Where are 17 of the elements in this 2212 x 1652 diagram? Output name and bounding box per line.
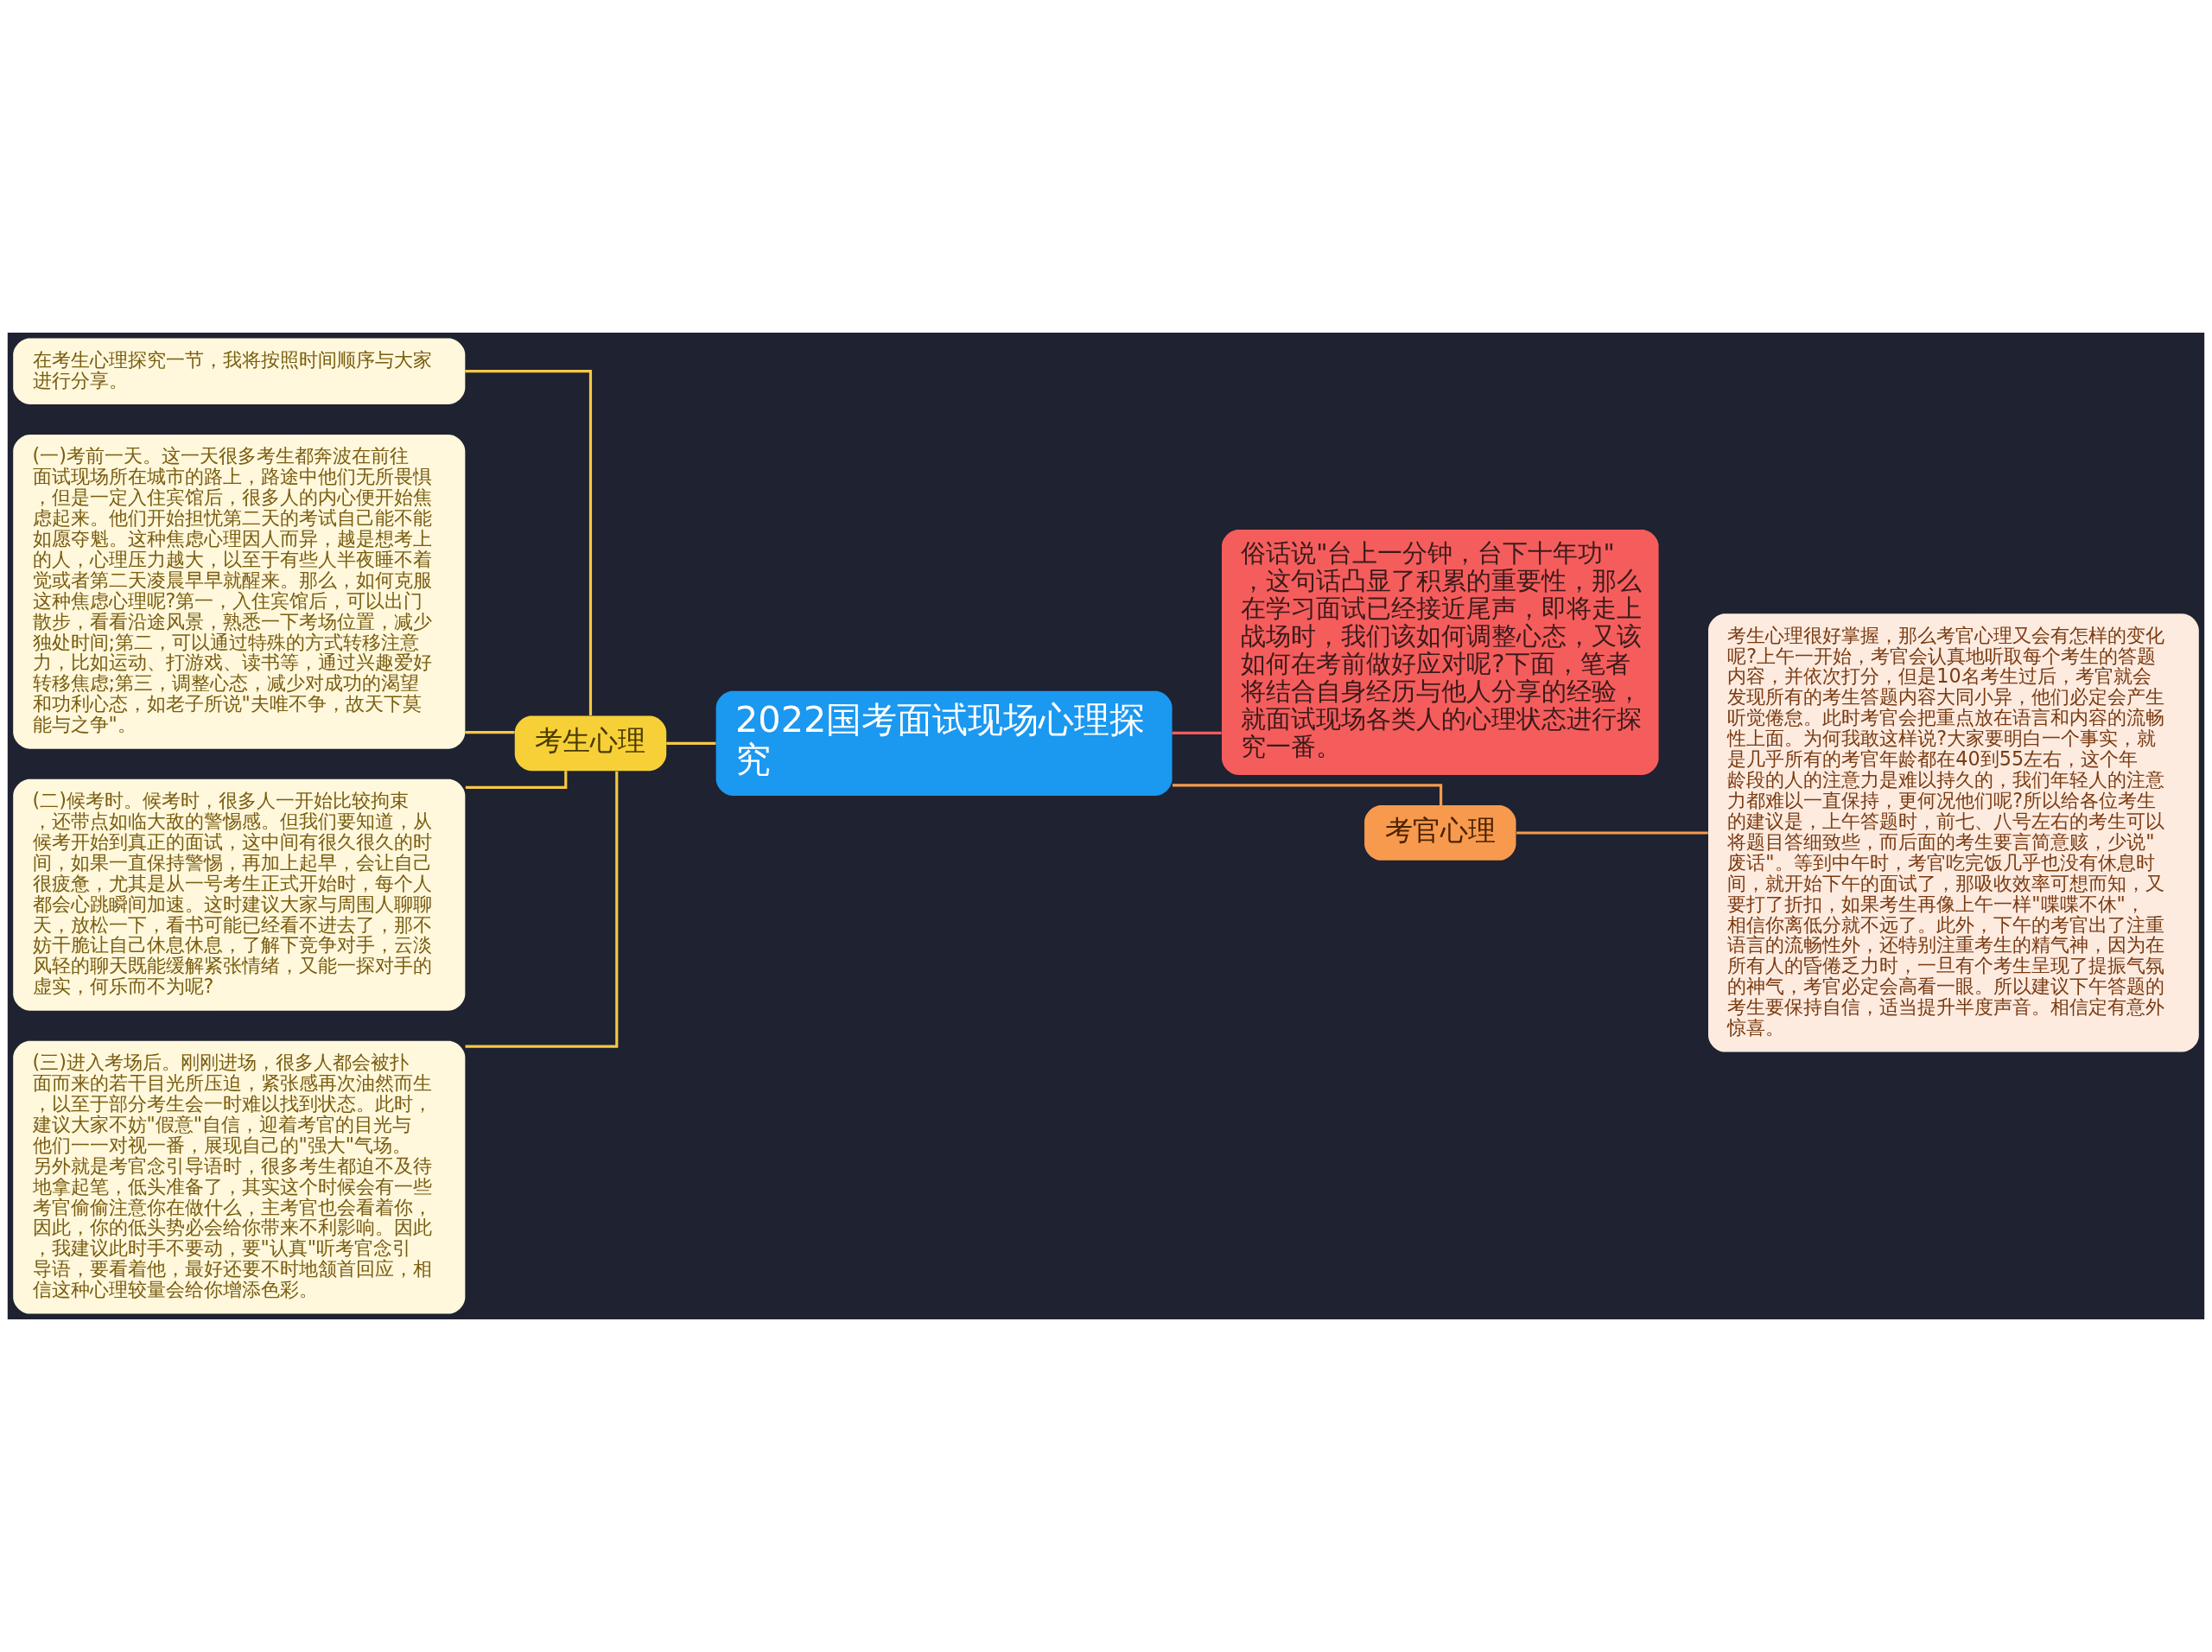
node-box: 俗话说"台上一分钟，台下十年功"，这句话凸显了积累的重要性，那么在学习面试已经接近尾声，即将走上战场时，我们该如何调整心态，又该如何在考前做好应对呢?下面，笔者将结合自身经历与他人分享的经验，就面试现场各类人的心理状态进行探究一番。 [1222, 530, 1659, 775]
node-box: 考官心理 [1364, 805, 1516, 861]
node-box: (三)进入考场后。刚刚进场，很多人都会被扑面而来的若干目光所压迫，紧张感再次油然而生，以至于部分考生会一时难以找到状态。此时，建议大家不妨"假意"自信，迎着考官的目光与他们一一对视一番，展现自己的"强大"气场。另外就是考官念引导语时，很多考生都迫不及待地拿起笔，低头准备了，其实这个时候会有一些考官偷偷注意你在做什么，主考官也会看着你，因此，你的低头势必会给你带来不利影响。因此，我建议此时手不要动，要"认真"听考官念引导语，要看着他，最好还要不时地颔首回应，相信这种心理较量会给你增添色彩。 [13, 1040, 466, 1314]
node-box: (二)候考时。候考时，很多人一开始比较拘束，还带点如临大敌的警惕感。但我们要知道，从候考开始到真正的面试，这中间有很久很久的时间，如果一直保持警惕，再加上起早，会让自己很疲惫，尤其是从一号考生正式开始时，每个人都会心跳瞬间加速。这时建议大家与周围人聊聊天，放松一下，看书可能已经看不进去了，那不妨干脆让自己休息休息，了解下竞争对手，云淡风轻的聊天既能缓解紧张情绪，又能一探对手的虚实，何乐而不为呢? [13, 778, 466, 1011]
node-box: (一)考前一天。这一天很多考生都奔波在前往面试现场所在城市的路上，路途中他们无所畏惧，但是一定入住宾馆后，很多人的内心便开始焦虑起来。他们开始担忧第二天的考试自己能不能如愿夺魁。这种焦虑心理因人而异，越是想考上的人，心理压力越大，以至于有些人半夜睡不着觉或者第二天凌晨早早就醒来。那么，如何克服这种焦虑心理呢?第一，入住宾馆后，可以出门散步，看看沿途风景，熟悉一下考场位置，减少独处时间;第二，可以通过特殊的方式转移注意力，比如运动、打游戏、读书等，通过兴趣爱好转移焦虑;第三，调整心态，减少对成功的渴望和功利心态，如老子所说"夫唯不争，故天下莫能与之争"。 [13, 435, 466, 749]
node-box: 2022国考面试现场心理探究 [715, 690, 1173, 796]
connector [465, 370, 593, 715]
node-box: 在考生心理探究一节，我将按照时间顺序与大家进行分享。 [13, 338, 466, 404]
connector [465, 730, 515, 734]
connector [1172, 784, 1443, 805]
connector [1516, 831, 1708, 835]
connector [465, 771, 619, 1048]
connector [1172, 731, 1222, 734]
connector [666, 741, 716, 745]
node-box: 考生心理 [514, 715, 667, 772]
node-box: 考生心理很好掌握，那么考官心理又会有怎样的变化呢?上午一开始，考官会认真地听取每个考生的答题内容，并依次打分，但是10名考生过后，考官就会发现所有的考生答题内容大同小异，他们必定会产生听觉倦怠。此时考官会把重点放在语言和内容的流畅性上面。为何我敢这样说?大家要明白一个事实，就是几乎所有的考官年龄都在40到55左右，这个年龄段的人的注意力是难以持久的，我们年轻人的注意力都难以一直保持，更何况他们呢?所以给各位考生的建议是，上午答题时，前七、八号左右的考生可以将题目答细致些，而后面的考生要言简意赅，少说"废话"。等到中午时，考官吃完饭几乎也没有休息时间，就开始下午的面试了，那吸收效率可想而知，又要打了折扣，如果考生再像上午一样"喋喋不休"，相信你离低分就不远了。此外，下午的考官出了注重语言的流畅性外，还特别注重考生的精气神，因为在所有人的昏倦乏力时，一旦有个考生呈现了提振气氛的神气，考官必定会高看一眼。所以建议下午答题的考生要保持自信，适当提升半度声音。相信定有意外惊喜。 [1708, 613, 2199, 1052]
connector [465, 771, 568, 789]
